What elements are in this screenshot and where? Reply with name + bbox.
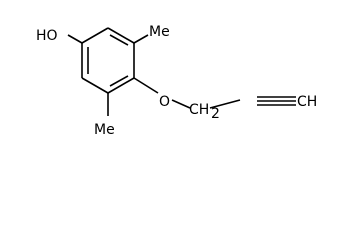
ring-bond-c5-c6 — [81, 77, 109, 94]
methyl-top-label: Me — [149, 24, 170, 40]
ring-double-bond-c2-c3 — [109, 34, 129, 46]
alkyne-terminal-label: CH — [297, 94, 317, 110]
bond-ch2-alkyne — [209, 99, 241, 109]
bond-oxygen-ch2 — [171, 99, 191, 109]
ch2-label: CH — [189, 102, 209, 118]
ring-double-bond-c4-c5 — [109, 75, 129, 87]
bond-ring-ether-oxygen — [133, 77, 159, 94]
triple-bond — [257, 96, 296, 106]
methyl-bottom-label: Me — [94, 122, 115, 138]
ring-bond-c4-c5 — [107, 77, 135, 94]
bond-ring-methyl-top — [133, 34, 149, 44]
bond-ring-hydroxyl — [67, 34, 83, 44]
ether-oxygen-label: O — [159, 94, 170, 110]
ring-bond-c2-c3 — [107, 27, 135, 44]
ring-bond-c1-c2 — [81, 27, 109, 44]
ch2-subscript: 2 — [211, 106, 220, 122]
hydroxyl-label: HO — [36, 28, 58, 44]
chemical-structure: CH 2 HO Me Me O CH — [36, 24, 317, 138]
benzene-ring — [81, 27, 135, 94]
